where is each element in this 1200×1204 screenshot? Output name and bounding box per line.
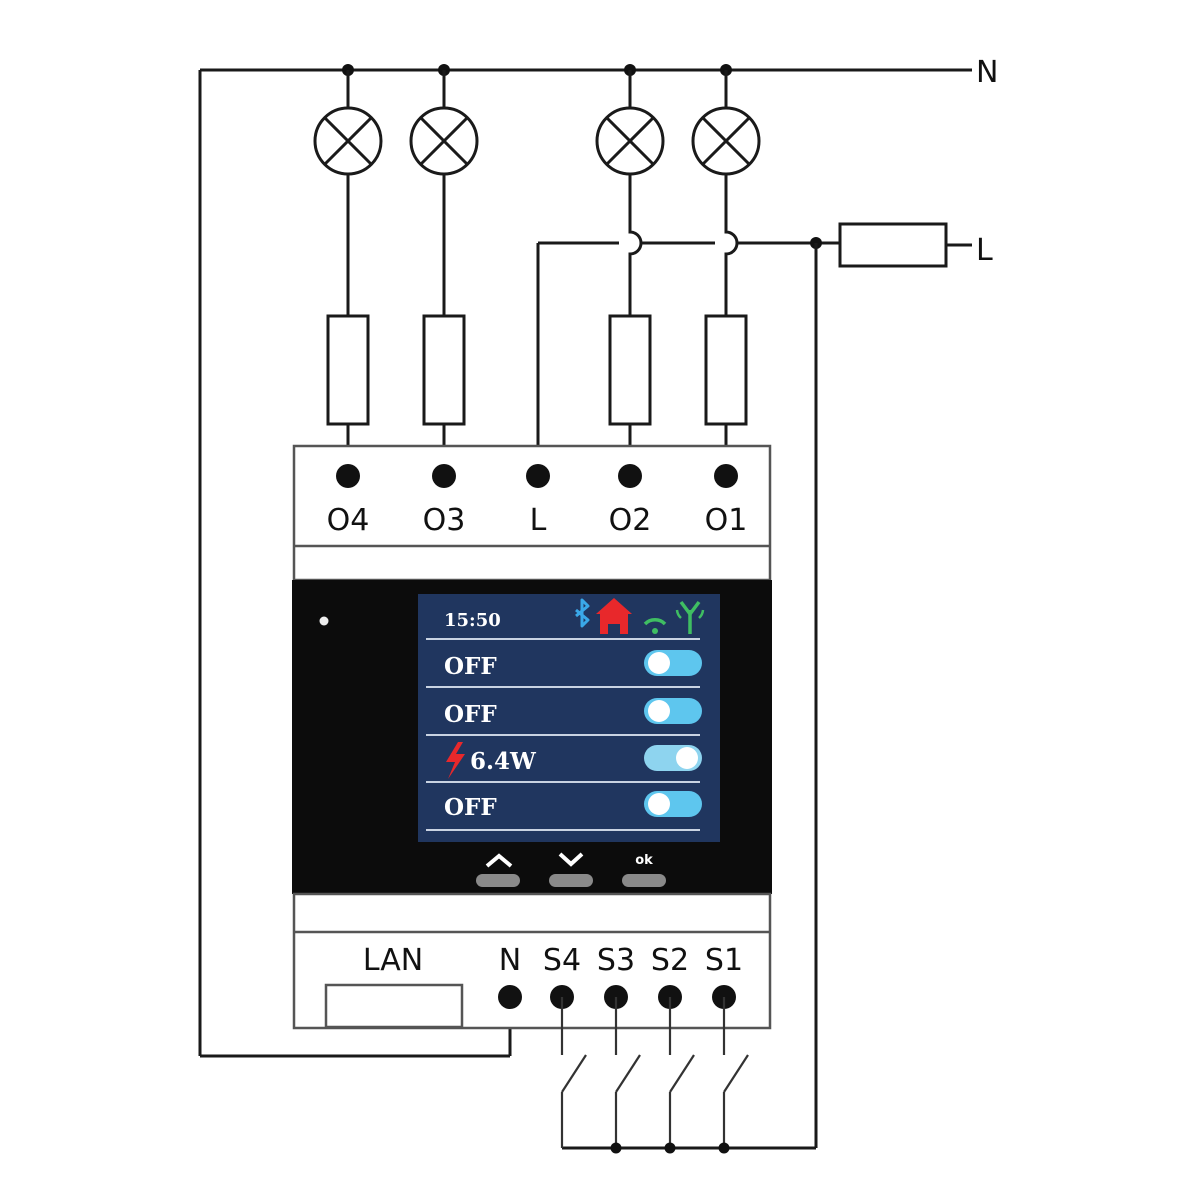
channel-status: OFF xyxy=(444,794,497,821)
terminal-label: S1 xyxy=(705,943,743,978)
home-icon xyxy=(596,598,632,634)
lamp-icon xyxy=(691,106,761,176)
wifi-icon xyxy=(643,618,667,634)
terminal-label: N xyxy=(499,943,521,978)
antenna-icon xyxy=(675,600,705,634)
ok-button[interactable]: ok xyxy=(622,853,666,887)
bluetooth-icon xyxy=(575,598,590,628)
lan-port: LAN xyxy=(324,943,464,1029)
terminal-label: O3 xyxy=(423,503,466,538)
terminal-label: S3 xyxy=(597,943,635,978)
up-button[interactable] xyxy=(476,853,520,887)
switch-s3-icon xyxy=(610,997,641,1154)
terminal-o1: O1 xyxy=(705,464,748,538)
lan-label: LAN xyxy=(363,943,423,978)
channel-toggle[interactable] xyxy=(644,650,702,676)
navigation-buttons: ok xyxy=(476,852,666,887)
live-label: L xyxy=(976,233,993,268)
input-switches xyxy=(560,997,749,1154)
fuse-icon xyxy=(608,314,652,426)
switch-s1-icon xyxy=(718,997,749,1154)
branch-o3 xyxy=(409,70,479,476)
down-button[interactable] xyxy=(549,852,593,887)
channel-toggle[interactable] xyxy=(644,698,702,724)
channel-row-2[interactable]: OFF xyxy=(426,698,702,736)
neutral-line: N xyxy=(198,55,998,1058)
terminal-label: S2 xyxy=(651,943,689,978)
channel-toggle[interactable] xyxy=(644,745,702,771)
channel-status: OFF xyxy=(444,653,497,680)
clock-time: 15:50 xyxy=(444,610,501,631)
power-bolt-icon xyxy=(446,742,465,779)
lcd-screen: 15:50 OFF OFF xyxy=(418,594,720,842)
fuse-icon xyxy=(326,314,370,426)
channel-row-1[interactable]: OFF xyxy=(426,650,702,688)
bottom-terminals: LAN N S4 S3 S2 S1 xyxy=(324,943,743,1029)
live-line: L xyxy=(536,222,993,1150)
status-led xyxy=(319,616,329,626)
terminal-o2: O2 xyxy=(609,464,652,538)
terminal-n: N xyxy=(498,943,522,1009)
switch-s2-icon xyxy=(664,997,695,1154)
neutral-label: N xyxy=(976,55,998,90)
terminal-label: O2 xyxy=(609,503,652,538)
switch-s4-icon xyxy=(560,997,587,1148)
terminal-label: O1 xyxy=(705,503,748,538)
chevron-up-icon xyxy=(485,853,513,868)
lamp-icon xyxy=(595,106,665,176)
terminal-label: O4 xyxy=(327,503,370,538)
fuse-icon xyxy=(704,314,748,426)
branch-o2 xyxy=(595,70,665,476)
lamp-icon xyxy=(313,106,383,176)
terminal-o4: O4 xyxy=(327,464,370,538)
load-branches xyxy=(313,70,761,476)
terminal-l: L xyxy=(526,464,550,538)
branch-o4 xyxy=(313,70,383,476)
main-fuse-icon xyxy=(838,222,948,268)
terminal-o3: O3 xyxy=(423,464,466,538)
channel-toggle[interactable] xyxy=(644,791,702,817)
channel-row-3[interactable]: 6.4W xyxy=(426,742,702,783)
terminal-label: L xyxy=(530,503,547,538)
branch-o1 xyxy=(691,70,761,476)
terminal-s1: S1 xyxy=(705,943,743,1009)
terminal-label: S4 xyxy=(543,943,581,978)
fuse-icon xyxy=(422,314,466,426)
lamp-icon xyxy=(409,106,479,176)
channel-row-4[interactable]: OFF xyxy=(426,791,702,831)
ok-label: ok xyxy=(635,853,653,868)
channel-status: OFF xyxy=(444,701,497,728)
channel-power: 6.4W xyxy=(470,748,537,775)
top-terminals: O4 O3 L O2 O1 xyxy=(327,464,748,538)
chevron-down-icon xyxy=(558,852,584,867)
